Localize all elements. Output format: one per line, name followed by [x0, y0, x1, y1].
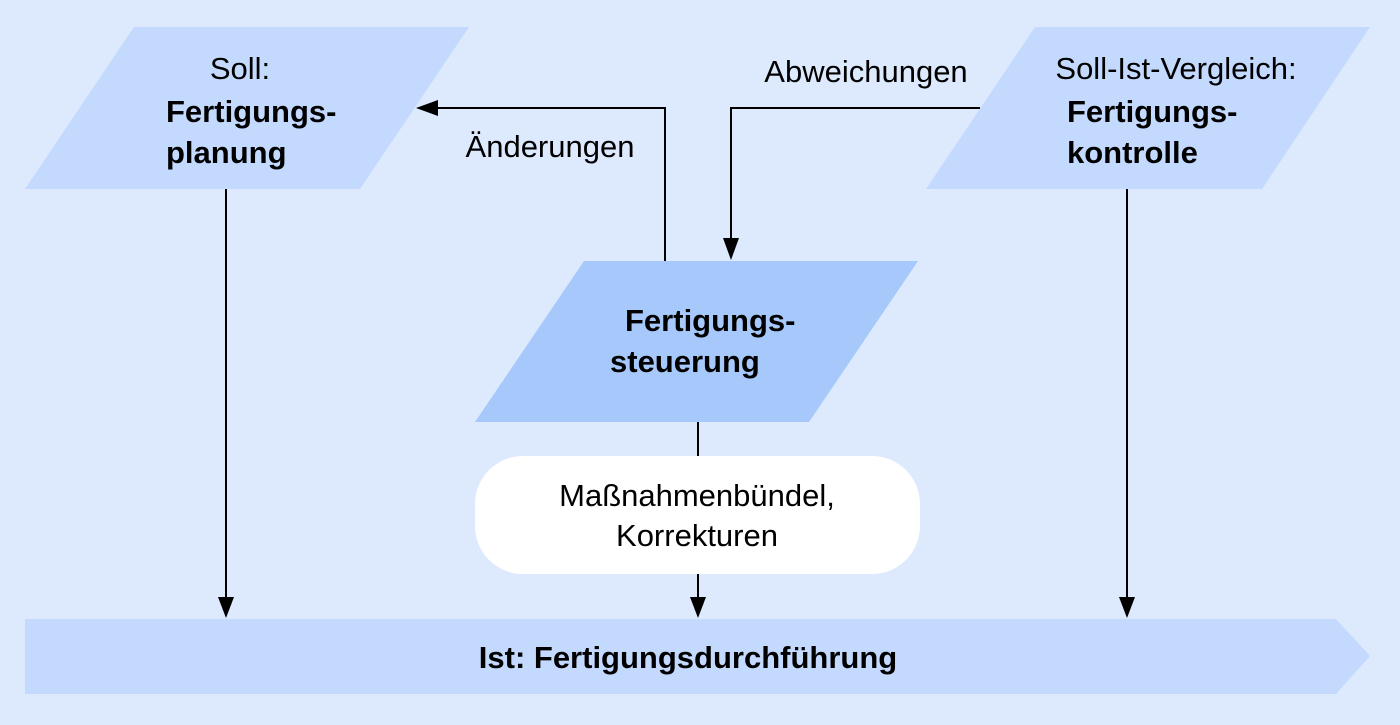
- changes-edge-label: Änderungen: [466, 129, 635, 164]
- planning-label-top: Soll:: [210, 51, 270, 86]
- measures-label-line2: Korrekturen: [616, 518, 778, 553]
- steering-node-shape: [475, 261, 918, 422]
- steering-label-line1: Fertigungs-: [625, 303, 796, 338]
- measures-node-shape: [475, 456, 920, 574]
- measures-label-line1: Maßnahmenbündel,: [559, 478, 835, 513]
- planning-label-line2: planung: [166, 135, 287, 170]
- execution-banner-shape: [25, 619, 1370, 694]
- control-label-line1: Fertigungs-: [1067, 94, 1238, 129]
- control-label-top: Soll-Ist-Vergleich:: [1055, 51, 1296, 86]
- deviations-edge-label: Abweichungen: [764, 54, 967, 89]
- arrow-steering-to-planning: [416, 100, 666, 261]
- steering-label-line2: steuerung: [610, 344, 760, 379]
- planning-node-shape: [25, 27, 469, 189]
- arrow-control-to-steering: [723, 107, 980, 260]
- arrow-steering-to-execution: [690, 422, 706, 618]
- control-label-line2: kontrolle: [1067, 135, 1198, 170]
- planning-label-line1: Fertigungs-: [166, 94, 337, 129]
- arrow-planning-to-execution: [218, 189, 234, 618]
- control-node-shape: [926, 27, 1370, 189]
- arrow-control-to-execution: [1119, 189, 1135, 618]
- execution-label: Ist: Fertigungsdurchführung: [479, 640, 897, 675]
